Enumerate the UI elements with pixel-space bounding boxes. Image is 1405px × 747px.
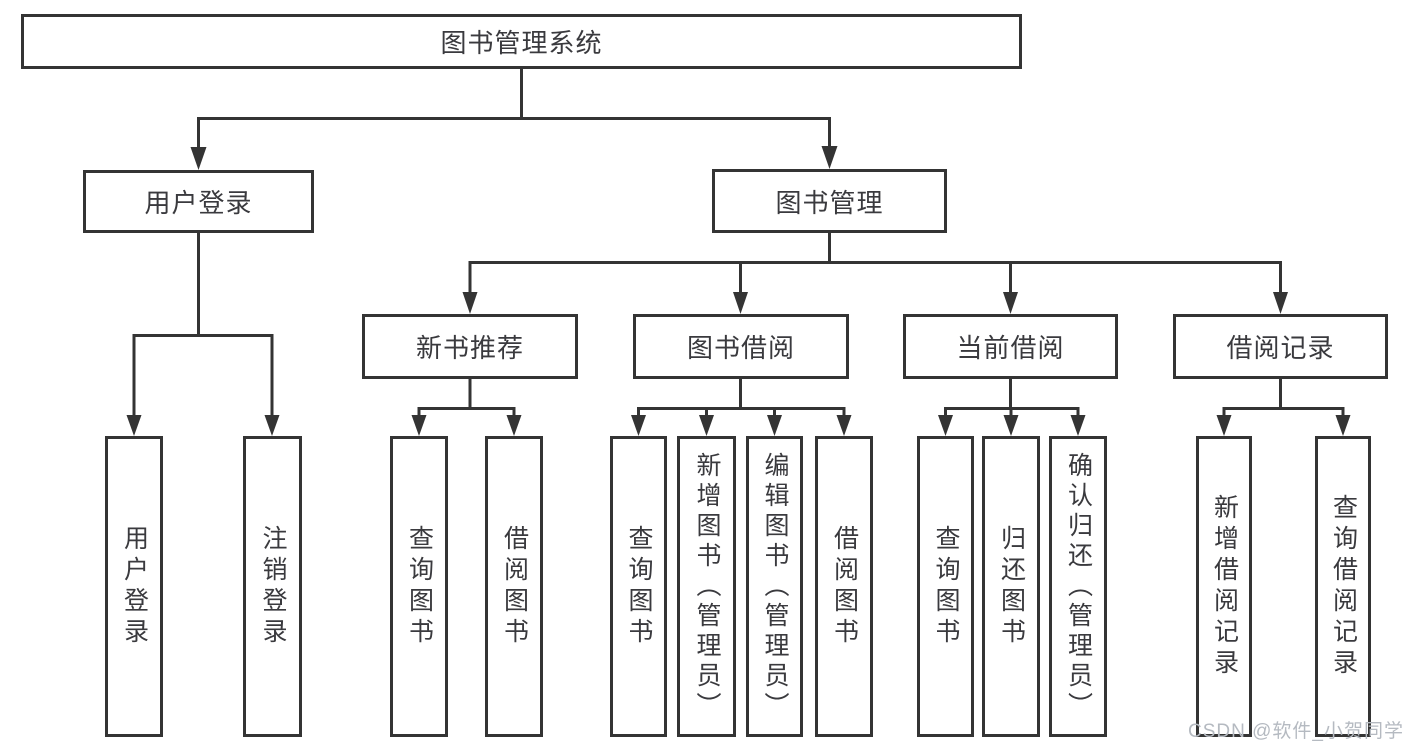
leaf-add-books-admin: 新增图书（管理员）: [677, 436, 736, 737]
leaf-confirm-return-admin: 确认归还（管理员）: [1049, 436, 1107, 737]
node-user-login: 用户登录: [83, 170, 314, 233]
node-borrowing-records: 借阅记录: [1173, 314, 1388, 379]
leaf-query-books-current: 查询图书: [917, 436, 974, 737]
node-label: 图书管理系统: [440, 28, 603, 58]
leaf-query-borrow-record: 查询借阅记录: [1315, 436, 1371, 737]
watermark: CSDN @软件_小贺同学: [1188, 721, 1404, 742]
node-label: 图书借阅: [686, 333, 795, 363]
leaf-edit-books-admin: 编辑图书（管理员）: [746, 436, 803, 737]
leaf-label: 注销登录: [259, 524, 287, 649]
node-new-book-recommendation: 新书推荐: [362, 314, 578, 379]
node-label: 借阅记录: [1226, 333, 1335, 363]
leaf-label: 新增借阅记录: [1210, 493, 1239, 680]
node-label: 用户登录: [144, 188, 253, 218]
node-root: 图书管理系统: [21, 14, 1022, 69]
leaf-label: 新增图书（管理员）: [693, 451, 721, 722]
leaf-borrow-books-recommend: 借阅图书: [485, 436, 543, 737]
leaf-label: 查询图书: [625, 524, 653, 649]
node-label: 图书管理: [775, 187, 884, 218]
leaf-user-login: 用户登录: [105, 436, 163, 737]
leaf-add-borrow-record: 新增借阅记录: [1196, 436, 1252, 737]
leaf-return-books: 归还图书: [982, 436, 1040, 737]
leaf-label: 查询图书: [932, 524, 960, 649]
leaf-label: 查询借阅记录: [1329, 493, 1358, 680]
leaf-label: 编辑图书（管理员）: [761, 451, 789, 722]
leaf-label: 查询图书: [405, 524, 434, 649]
leaf-logout: 注销登录: [243, 436, 302, 737]
node-book-borrowing: 图书借阅: [633, 314, 849, 379]
leaf-label: 借阅图书: [830, 524, 859, 649]
leaf-label: 用户登录: [120, 524, 149, 649]
node-label: 新书推荐: [415, 333, 524, 363]
leaf-borrow-books: 借阅图书: [815, 436, 873, 737]
leaf-query-books-recommend: 查询图书: [390, 436, 448, 737]
leaf-label: 归还图书: [997, 524, 1026, 649]
node-book-management: 图书管理: [712, 169, 947, 233]
leaf-label: 借阅图书: [500, 524, 529, 649]
node-current-borrowing: 当前借阅: [903, 314, 1118, 379]
node-label: 当前借阅: [956, 333, 1065, 363]
leaf-query-books-borrow: 查询图书: [610, 436, 667, 737]
leaf-label: 确认归还（管理员）: [1064, 451, 1093, 722]
